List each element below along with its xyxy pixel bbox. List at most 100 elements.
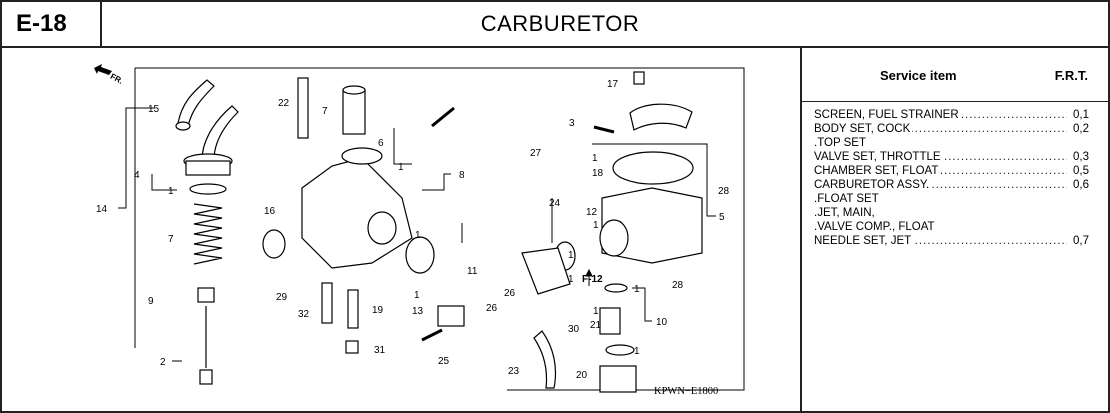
part-20-bowl [599,365,637,393]
part-9-clip [197,287,215,303]
service-row: .VALVE COMP., FLOAT [814,220,1089,234]
callout-15: 15 [148,104,160,115]
part-19-jet [347,289,359,329]
callout-7-top: 7 [322,106,328,117]
service-row-name: BODY SET, COCK [814,123,913,135]
callout-12: 12 [586,207,598,218]
callout-18: 18 [592,168,604,179]
callout-28: 28 [718,186,730,197]
service-row-value: 0,7 [1071,234,1089,248]
ref-f12-label: F-12 [582,274,603,285]
bracket-right-block [592,143,708,168]
callout-24: 24 [549,198,561,209]
callout-13: 13 [412,306,424,317]
part-top-cap [629,103,693,131]
callout-1-k: 1 [415,230,421,241]
service-row-value: 0,5 [1071,164,1089,178]
service-row-name: CHAMBER SET, FLOAT [814,165,941,177]
part-6-screw [431,106,455,128]
part-7-spring [193,203,223,265]
bracket-14 [118,107,154,209]
service-row: ........................................… [814,108,1089,122]
part-7-cap-top [342,85,366,95]
callout-25: 25 [438,356,450,367]
bracket-4 [151,174,177,191]
service-header: Service item F.R.T. [802,48,1108,102]
callout-17: 17 [607,79,619,90]
column-divider [800,46,802,411]
callout-26: 26 [486,303,498,314]
part-1-oring-small [604,283,628,293]
service-row: .FLOAT SET [814,192,1089,206]
callout-30: 30 [568,324,580,335]
service-row-name: VALVE SET, THROTTLE [814,151,943,163]
part-cock-pipe [201,105,239,161]
service-row-name: .TOP SET [814,137,868,149]
service-row: ........................................… [814,164,1089,178]
part-5-bore [599,219,629,257]
part-carb-bore [367,211,397,245]
bracket-6 [393,128,412,165]
callout-32: 32 [298,309,310,320]
service-row-name: .VALVE COMP., FLOAT [814,221,937,233]
callout-22: 22 [278,98,290,109]
part-1-oring [189,183,227,195]
callout-5: 5 [719,212,725,223]
service-row: ........................................… [814,234,1089,248]
part-carb-throat [341,147,383,165]
callout-1: 1 [168,186,174,197]
bracket-8 [422,173,451,191]
exploded-view-svg: FR. [94,64,745,397]
service-row-name: .JET, MAIN, [814,207,877,219]
callout-20: 20 [576,370,588,381]
callout-19: 19 [372,305,384,316]
page-header: E-18 CARBURETOR [2,2,1108,48]
frt-heading: F.R.T. [1054,68,1088,83]
service-row-name: .FLOAT SET [814,193,881,205]
part-16-cap [262,229,286,259]
callout-8: 8 [459,170,465,181]
part-2-holder [199,369,213,385]
part-31-jet [345,340,359,354]
service-row-value: 0,2 [1071,122,1089,136]
callout-1-c: 1 [414,290,420,301]
part-26-block [437,305,465,327]
part-23-hose [533,330,557,389]
part-22-tube [297,77,309,139]
fr-label: FR. [109,72,125,86]
callout-1-j: 1 [568,250,574,261]
callout-21: 21 [590,320,602,331]
callout-1-e: 1 [593,220,599,231]
service-row: ........................................… [814,178,1089,192]
part-21-strainer [599,307,621,335]
service-row-value: 0,3 [1071,150,1089,164]
ref-arrow-head [585,268,593,277]
part-1-gasket [612,151,694,185]
part-carb-body [301,157,413,269]
callout-group: 15 4 1 14 7 9 2 22 7 16 29 32 19 31 6 1 … [96,79,730,397]
callout-1-i: 1 [568,274,574,285]
callout-1-d: 1 [592,153,598,164]
part-25-screw [421,328,443,342]
callout-31: 31 [374,345,386,356]
service-panel: Service item F.R.T. ....................… [802,48,1108,411]
callout-4: 4 [134,170,140,181]
exploded-diagram: FR. [2,48,800,411]
callout-2: 2 [160,357,166,368]
callout-1-b: 1 [398,162,404,173]
service-row-name: NEEDLE SET, JET [814,235,914,247]
part-15-pipe [177,79,215,127]
callout-1-g: 1 [593,306,599,317]
section-code: E-18 [2,2,102,46]
service-row-name: SCREEN, FUEL STRAINER [814,109,961,121]
service-row-name: CARBURETOR ASSY. [814,179,932,191]
service-row: .TOP SET [814,136,1089,150]
service-row-value: 0,1 [1071,108,1089,122]
callout-14: 14 [96,204,108,215]
callout-11: 11 [467,266,478,277]
callout-1-f: 1 [634,284,640,295]
bracket-5 [706,144,716,217]
callout-6: 6 [378,138,384,149]
part-7-cap [342,89,366,135]
